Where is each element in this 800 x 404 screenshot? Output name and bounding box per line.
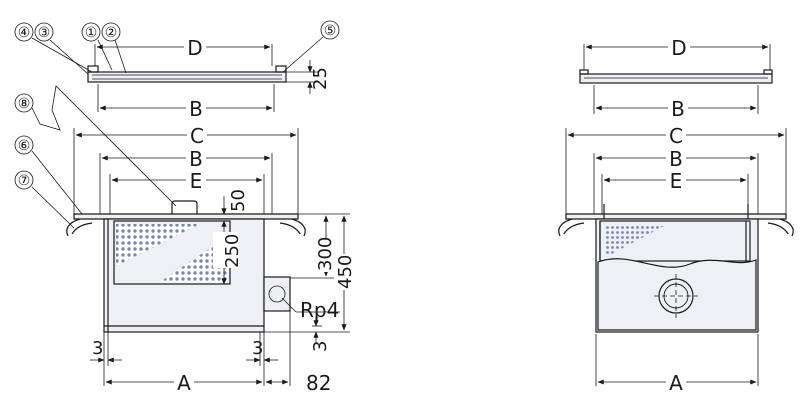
dim-a-label-right: A [669,371,683,395]
dim-250-label: 250 [222,234,243,268]
dim-e-label-left: E [190,169,203,193]
svg-text:②: ② [105,25,118,41]
right-hook-right [767,218,794,237]
svg-text:⑤: ⑤ [324,23,337,39]
svg-text:⑦: ⑦ [18,173,31,189]
leader-7 [31,186,75,229]
dim-25-label: 25 [310,67,331,90]
leader-6 [31,150,83,215]
dim-3-label-right: 3 [252,338,263,359]
dim-50-label: 50 [228,189,249,212]
svg-text:①: ① [85,25,98,41]
dim-e-label-right: E [670,169,683,193]
left-cover-frame [87,71,287,83]
left-cover-view [87,65,287,83]
left-flange [73,213,299,220]
outlet-pipe [263,276,291,312]
left-hook-left [66,218,93,237]
dim-b-label-cover-left: B [189,97,203,121]
svg-text:⑧: ⑧ [18,96,31,112]
callout-2: ② [101,22,121,42]
dim-450-label: 450 [335,255,356,289]
callout-8: ⑧ [14,93,34,113]
basket-handle [171,200,198,214]
callout-7: ⑦ [14,170,34,190]
callout-5: ⑤ [320,20,340,40]
dim-3-label-vertical: 3 [310,341,331,352]
right-cover-view [579,69,773,84]
basket-perforation-bottom [160,236,228,282]
leader-8 [31,85,177,207]
dim-b-label-right: B [669,147,683,171]
right-basket-perforation [604,224,668,258]
callout-1: ① [81,22,101,42]
basket-perforation-top [116,224,200,266]
dim-3-label-left: 3 [92,338,103,359]
dim-c-label-right: C [669,124,683,148]
callout-3: ③ [34,22,54,42]
right-flange [565,213,787,220]
left-cover-hinge-left [87,65,99,73]
left-hook-right [279,218,306,237]
svg-text:④: ④ [18,25,31,41]
svg-text:③: ③ [38,25,51,41]
dim-d-label-left: D [187,36,202,60]
dim-82-label: 82 [306,371,331,395]
dim-a-label-left: A [177,371,191,395]
dim-b-label-left: B [189,147,203,171]
dim-b-label-cover-right: B [671,97,685,121]
right-hook-left [558,218,585,237]
dim-300-label: 300 [315,237,336,271]
callout-6: ⑥ [14,135,34,155]
callout-4: ④ [14,22,34,42]
dim-d-label-right: D [671,36,686,60]
svg-text:⑥: ⑥ [18,138,31,154]
dim-c-label-left: C [190,124,204,148]
dim-rp4-label: Rp4 [300,298,339,322]
